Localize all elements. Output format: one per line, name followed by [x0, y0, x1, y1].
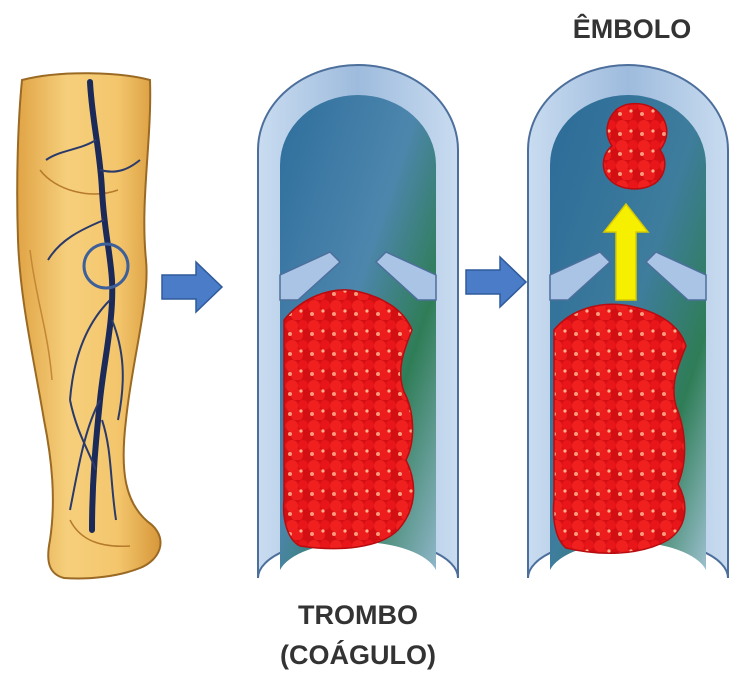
leg-illustration [17, 73, 160, 578]
arrow-right-2-icon [466, 257, 526, 307]
leg-outline [17, 73, 160, 578]
thrombus-label-clot: (COÁGULO) [280, 639, 436, 670]
residual-clot [554, 304, 687, 553]
thrombus-label: TROMBO [298, 600, 418, 630]
embolus-label: ÊMBOLO [573, 13, 692, 44]
arrow-right-1-icon [162, 262, 222, 312]
vessel-thrombus [258, 65, 458, 578]
embolus-clot [603, 104, 666, 189]
thrombus-clot [284, 290, 414, 549]
vessel-embolus [528, 65, 728, 578]
